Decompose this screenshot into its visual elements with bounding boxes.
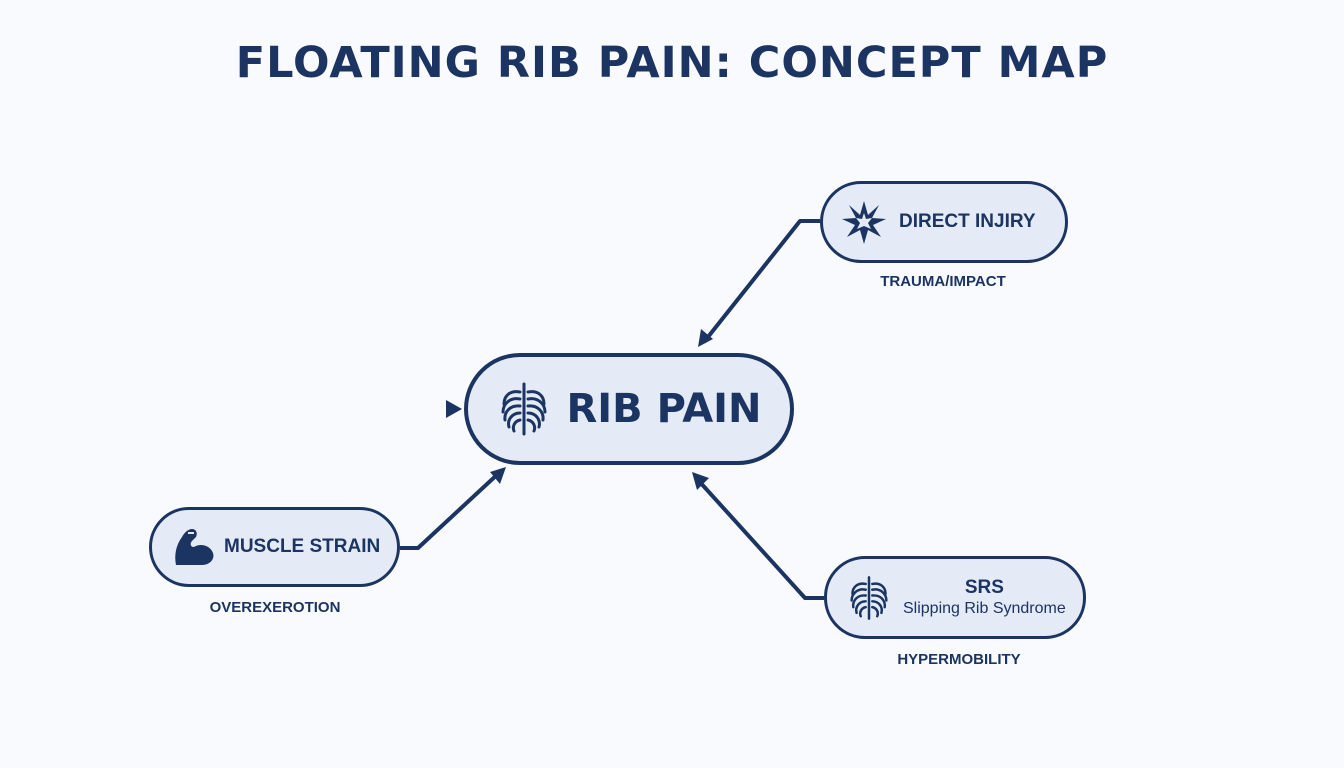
caption-trauma-impact: TRAUMA/IMPACT [880,273,1006,290]
arrowhead-left-main [446,400,462,418]
node-muscle-strain[interactable]: MUSCLE STRAIN [149,507,400,587]
caption-hypermobility: HYPERMOBILITY [897,651,1021,668]
central-node-label: RIB PAIN [566,386,762,432]
node-srs[interactable]: SRS Slipping Rib Syndrome [824,556,1086,639]
connector-srs-to-center [696,478,824,600]
node-srs-label: SRS [964,576,1004,598]
node-direct-injury[interactable]: DIRECT INJIRY [820,181,1068,263]
caption-overexerotion: OVEREXEROTION [209,599,341,616]
arrowhead-injury [698,329,713,347]
node-muscle-strain-label: MUSCLE STRAIN [224,536,381,557]
flexed-arm-icon [170,525,216,569]
page-title: FLOATING RIB PAIN: CONCEPT MAP [235,38,1109,88]
node-srs-sublabel: Slipping Rib Syndrome [903,600,1066,618]
arrowhead-srs [692,472,709,490]
arrowhead-strain [490,467,506,484]
node-srs-text: SRS Slipping Rib Syndrome [903,576,1066,620]
central-node-rib-pain[interactable]: RIB PAIN [464,353,794,465]
connector-strain-to-center [400,470,502,550]
ribcage-icon [496,380,552,438]
connector-injury-to-center [702,219,820,344]
ribcage-icon [845,574,893,622]
node-direct-injury-label: DIRECT INJIRY [899,211,1036,232]
burst-icon [841,199,887,245]
